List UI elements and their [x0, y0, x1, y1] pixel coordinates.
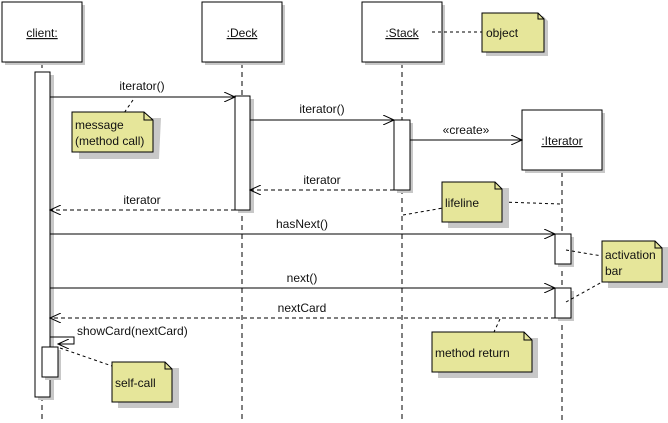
activation-bar-iterator-next[interactable]: [554, 287, 572, 319]
note-object[interactable]: object: [481, 12, 548, 56]
activation-bars: [34, 71, 574, 400]
message-iterator-call-2[interactable]: iterator(): [250, 102, 394, 120]
message-label: «create»: [443, 123, 490, 137]
object-iterator-label: :Iterator: [541, 134, 582, 148]
return-label: iterator: [303, 173, 340, 187]
return-iterator-1[interactable]: iterator: [250, 173, 394, 190]
object-stack-label: :Stack: [385, 26, 419, 40]
object-iterator[interactable]: :Iterator: [521, 109, 605, 173]
note-text: lifeline: [445, 196, 479, 210]
note-text: (method call): [75, 134, 144, 148]
note-activation[interactable]: activation bar: [601, 240, 668, 288]
note-message[interactable]: message (method call): [71, 111, 161, 159]
message-iterator-call-1[interactable]: iterator(): [50, 79, 235, 97]
note-text: activation: [605, 248, 656, 262]
activation-bar-deck[interactable]: [234, 95, 251, 211]
note-text: message: [75, 118, 124, 132]
message-hasnext[interactable]: hasNext(): [50, 217, 555, 234]
message-create[interactable]: «create»: [410, 123, 522, 140]
message-label: next(): [287, 271, 318, 285]
object-deck-label: :Deck: [227, 26, 259, 40]
note-self-call[interactable]: self-call: [111, 361, 179, 408]
note-text: object: [486, 26, 519, 40]
message-label: iterator(): [299, 102, 344, 116]
return-label: nextCard: [278, 301, 327, 315]
object-stack[interactable]: :Stack: [361, 1, 445, 65]
activation-bar-client-selfcall[interactable]: [41, 346, 59, 378]
note-text: method return: [435, 346, 510, 360]
object-client-label: client:: [26, 26, 57, 40]
message-next[interactable]: next(): [50, 271, 555, 288]
object-deck[interactable]: :Deck: [201, 1, 285, 65]
note-text: bar: [605, 264, 622, 278]
object-client[interactable]: client:: [1, 1, 85, 65]
return-iterator-2[interactable]: iterator: [50, 193, 235, 210]
note-method-return[interactable]: method return: [431, 331, 538, 378]
note-text: self-call: [115, 376, 156, 390]
message-label: iterator(): [119, 79, 164, 93]
message-label: hasNext(): [276, 217, 328, 231]
return-nextcard[interactable]: nextCard: [50, 301, 555, 318]
message-showcard-selfcall[interactable]: showCard(nextCard): [50, 324, 188, 344]
return-label: iterator: [123, 193, 160, 207]
activation-bar-stack[interactable]: [393, 119, 411, 191]
note-lifeline[interactable]: lifeline: [441, 181, 509, 228]
note-connectors: [59, 31, 603, 367]
message-label: showCard(nextCard): [77, 324, 188, 338]
activation-bar-iterator-hasnext[interactable]: [554, 233, 572, 265]
